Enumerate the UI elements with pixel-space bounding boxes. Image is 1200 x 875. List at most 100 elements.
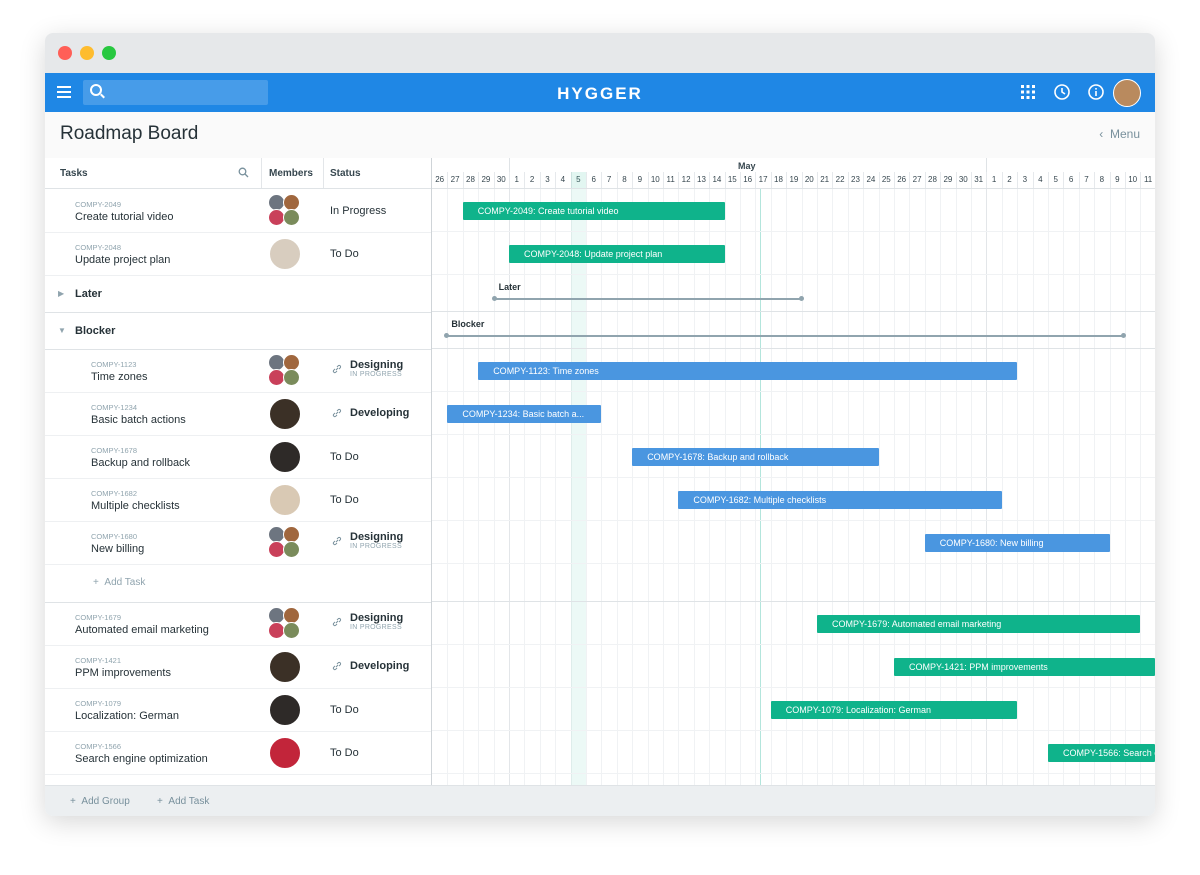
member-avatar xyxy=(283,209,300,226)
member-avatars[interactable] xyxy=(269,737,301,769)
timeline-day: 2 xyxy=(1007,175,1012,184)
grid-line xyxy=(586,172,587,188)
member-avatars[interactable] xyxy=(268,354,300,386)
group-row-blocker[interactable]: ▼Blocker xyxy=(45,312,431,350)
member-avatar xyxy=(283,369,300,386)
member-avatars[interactable] xyxy=(268,526,300,558)
member-avatars[interactable] xyxy=(269,651,301,683)
timeline-day: 3 xyxy=(1022,175,1028,184)
minimize-window-button[interactable] xyxy=(80,46,94,60)
caret-right-icon[interactable]: ▶ xyxy=(58,289,65,298)
timeline-day: 8 xyxy=(622,175,627,184)
group-row-later[interactable]: ▶Later xyxy=(45,275,431,313)
grid-line xyxy=(539,172,541,188)
timeline-day: 12 xyxy=(681,175,691,184)
task-name[interactable]: Time zones xyxy=(91,371,148,383)
member-avatars[interactable] xyxy=(269,441,301,473)
task-name[interactable]: New billing xyxy=(91,543,145,555)
gantt-bar[interactable]: COMPY-1678: Backup and rollback xyxy=(632,448,879,466)
gantt-bar[interactable]: COMPY-1079: Localization: German xyxy=(770,701,1018,719)
task-name[interactable]: Multiple checklists xyxy=(91,500,180,512)
grid-line xyxy=(878,172,880,188)
link-icon xyxy=(332,536,342,549)
task-name[interactable]: Automated email marketing xyxy=(75,624,209,636)
grid-apps-icon[interactable] xyxy=(1019,83,1037,101)
gantt-bar[interactable]: COMPY-1234: Basic batch a... xyxy=(447,405,602,423)
grid-line xyxy=(786,172,788,188)
grid-line xyxy=(478,189,480,785)
task-status[interactable]: Developing xyxy=(350,407,409,419)
task-name[interactable]: PPM improvements xyxy=(75,667,171,679)
hamburger-icon[interactable] xyxy=(57,86,71,98)
task-status[interactable]: Developing xyxy=(350,660,409,672)
add-group-button[interactable]: + Add Group xyxy=(70,796,130,807)
close-window-button[interactable] xyxy=(58,46,72,60)
grid-line xyxy=(1078,189,1080,785)
user-avatar[interactable] xyxy=(1113,79,1141,107)
maximize-window-button[interactable] xyxy=(102,46,116,60)
task-status[interactable]: To Do xyxy=(330,451,359,463)
milestone-blocker[interactable] xyxy=(444,333,1126,338)
gantt-bar[interactable]: COMPY-2049: Create tutorial video xyxy=(462,202,725,220)
member-avatars[interactable] xyxy=(269,238,301,270)
clock-icon[interactable] xyxy=(1053,83,1071,101)
tasks-column-header: Tasks xyxy=(60,168,88,179)
member-avatars[interactable] xyxy=(268,607,300,639)
grid-line xyxy=(817,172,818,188)
add-task-footer-button[interactable]: + Add Task xyxy=(157,796,210,807)
task-status[interactable]: In Progress xyxy=(330,205,387,217)
task-status[interactable]: To Do xyxy=(330,747,359,759)
grid-line xyxy=(616,189,618,785)
member-avatars[interactable] xyxy=(269,398,301,430)
status-label: Designing xyxy=(350,612,404,624)
gantt-bar[interactable]: COMPY-1680: New billing xyxy=(924,534,1110,552)
task-name[interactable]: Backup and rollback xyxy=(91,457,191,469)
menu-toggle[interactable]: ‹ Menu xyxy=(1099,127,1140,141)
task-status[interactable]: To Do xyxy=(330,248,359,260)
gantt-bar[interactable]: COMPY-1679: Automated email marketing xyxy=(817,615,1141,633)
caret-down-icon[interactable]: ▼ xyxy=(58,326,66,335)
milestone-later[interactable] xyxy=(491,296,804,301)
row-separator xyxy=(432,687,1155,688)
gantt-bar[interactable]: COMPY-1682: Multiple checklists xyxy=(678,491,1002,509)
timeline-day: 15 xyxy=(727,175,737,184)
status-sublabel: IN PROGRESS xyxy=(350,371,402,378)
task-search-icon[interactable] xyxy=(238,167,249,181)
task-status[interactable]: To Do xyxy=(330,494,359,506)
member-avatar xyxy=(283,622,300,639)
search-input[interactable] xyxy=(83,80,268,105)
task-status[interactable]: To Do xyxy=(330,704,359,716)
task-name[interactable]: Search engine optimization xyxy=(75,753,208,765)
info-icon[interactable] xyxy=(1087,83,1105,101)
task-name[interactable]: Localization: German xyxy=(75,710,179,722)
column-headers: Tasks Members Status xyxy=(45,158,431,189)
grid-line xyxy=(847,189,849,785)
gantt-bar[interactable]: COMPY-1566: Search e xyxy=(1048,744,1155,762)
member-avatars[interactable] xyxy=(269,484,301,516)
task-name[interactable]: Basic batch actions xyxy=(91,414,186,426)
gantt-bar[interactable]: COMPY-2048: Update project plan xyxy=(509,245,725,263)
task-name[interactable]: Update project plan xyxy=(75,254,171,266)
add-task-button[interactable]: + Add Task xyxy=(93,577,146,588)
timeline-day: 9 xyxy=(637,175,643,184)
member-avatars[interactable] xyxy=(269,694,301,726)
gantt-bar[interactable]: COMPY-1123: Time zones xyxy=(478,362,1018,380)
member-avatars[interactable] xyxy=(268,194,300,226)
gantt-bar[interactable]: COMPY-1421: PPM improvements xyxy=(894,658,1155,676)
task-name[interactable]: Create tutorial video xyxy=(75,211,174,223)
